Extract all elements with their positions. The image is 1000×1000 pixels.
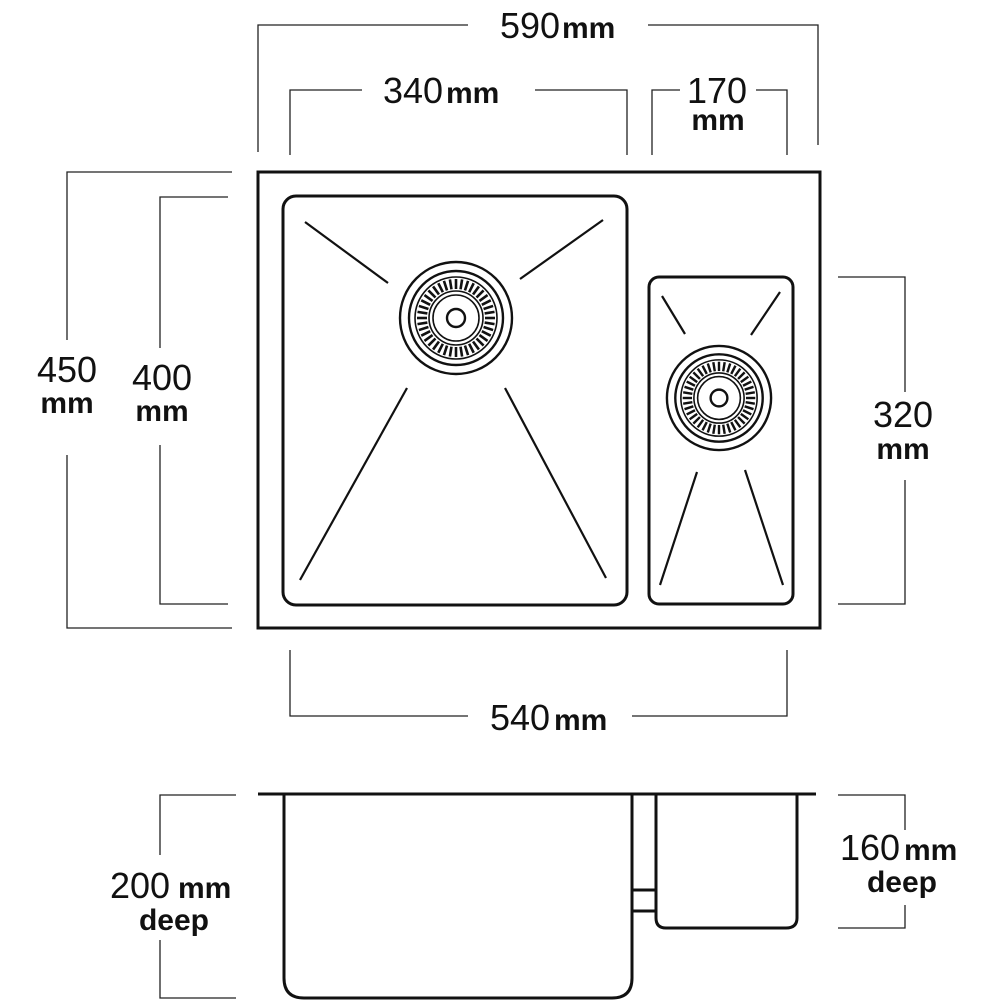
- half-bowl-length-unit: mm: [876, 433, 929, 466]
- half-bowl-drain-icon: [665, 344, 773, 452]
- main-bowl-profile: [282, 794, 634, 1000]
- half-bowl-depth-unit: mm: [904, 834, 957, 867]
- half-bowl-grooves: [658, 291, 785, 586]
- dim-main-bowl-depth: 200 mm deep: [110, 794, 236, 999]
- dim-overall-depth: 450 mm: [37, 171, 232, 629]
- main-bowl-depth-label: deep: [139, 904, 209, 937]
- dim-half-bowl-width: 170 mm: [651, 70, 788, 155]
- plan-view: [256, 170, 822, 630]
- overall-width-unit: mm: [562, 12, 615, 45]
- sink-outline: [256, 170, 822, 630]
- dim-main-bowl-width: 340 mm: [289, 70, 628, 155]
- underside-width-value: 540: [490, 697, 550, 738]
- main-bowl-depth-value: 200: [110, 865, 170, 906]
- dim-half-bowl-length: 320 mm: [838, 276, 933, 605]
- main-bowl-grooves: [299, 219, 607, 581]
- main-bowl-depth-unit: mm: [178, 872, 231, 905]
- overall-depth-value: 450: [37, 349, 97, 390]
- overall-depth-unit: mm: [40, 387, 93, 420]
- dim-main-bowl-length: 400 mm: [132, 196, 228, 605]
- main-bowl-width-unit: mm: [446, 77, 499, 110]
- underside-width-unit: mm: [554, 704, 607, 737]
- main-bowl: [281, 194, 629, 607]
- main-bowl-length-value: 400: [132, 357, 192, 398]
- main-bowl-length-unit: mm: [135, 395, 188, 428]
- dim-half-bowl-depth: 160 mm deep: [838, 794, 957, 929]
- half-bowl-length-value: 320: [873, 394, 933, 435]
- overall-width-value: 590: [500, 5, 560, 46]
- side-view: [258, 792, 816, 1000]
- main-bowl-drain-icon: [398, 260, 514, 376]
- dim-underside-width: 540 mm: [289, 650, 788, 738]
- half-bowl: [647, 275, 795, 606]
- dim-overall-width: 590 mm: [257, 5, 819, 152]
- half-bowl-width-unit: mm: [691, 104, 744, 137]
- half-bowl-profile: [654, 794, 799, 930]
- half-bowl-depth-label: deep: [867, 866, 937, 899]
- main-bowl-width-value: 340: [383, 70, 443, 111]
- half-bowl-width-value: 170: [687, 70, 747, 111]
- half-bowl-depth-value: 160: [840, 827, 900, 868]
